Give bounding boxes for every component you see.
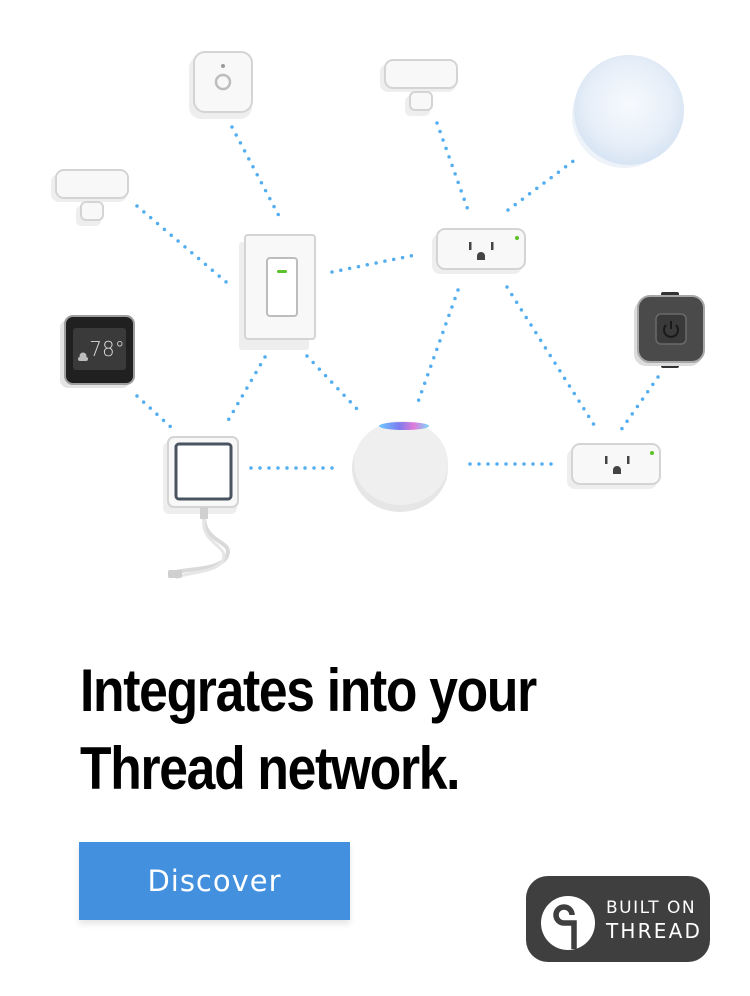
thread-hub-icon — [163, 436, 239, 580]
light-bulb-icon — [572, 55, 684, 168]
smart-plug-icon — [567, 443, 661, 489]
badge-line-2: THREAD — [606, 919, 703, 943]
thread-logo-icon — [541, 896, 595, 950]
page-headline: Integrates into your Thread network. — [80, 652, 613, 808]
thermostat-icon: 78° — [60, 315, 135, 388]
built-on-thread-badge[interactable]: BUILT ON THREAD — [526, 876, 710, 962]
motion-sensor-icon — [189, 51, 253, 119]
homepod-mini-icon — [352, 421, 448, 512]
badge-text: BUILT ON THREAD — [606, 897, 702, 943]
smart-plug-icon — [432, 228, 526, 274]
door-sensor-icon — [51, 169, 129, 226]
headline-line-1: Integrates into your — [80, 657, 537, 724]
badge-line-1: BUILT ON — [606, 898, 697, 918]
connection-lines — [135, 121, 660, 470]
power-button-device-icon — [634, 292, 705, 368]
thread-network-illustration: 78° — [20, 51, 705, 580]
discover-button[interactable]: Discover — [79, 842, 350, 920]
headline-line-2: Thread network. — [80, 735, 460, 802]
light-switch-icon — [239, 234, 316, 350]
thermostat-temperature: 78° — [89, 337, 124, 361]
door-sensor-icon — [380, 59, 458, 116]
